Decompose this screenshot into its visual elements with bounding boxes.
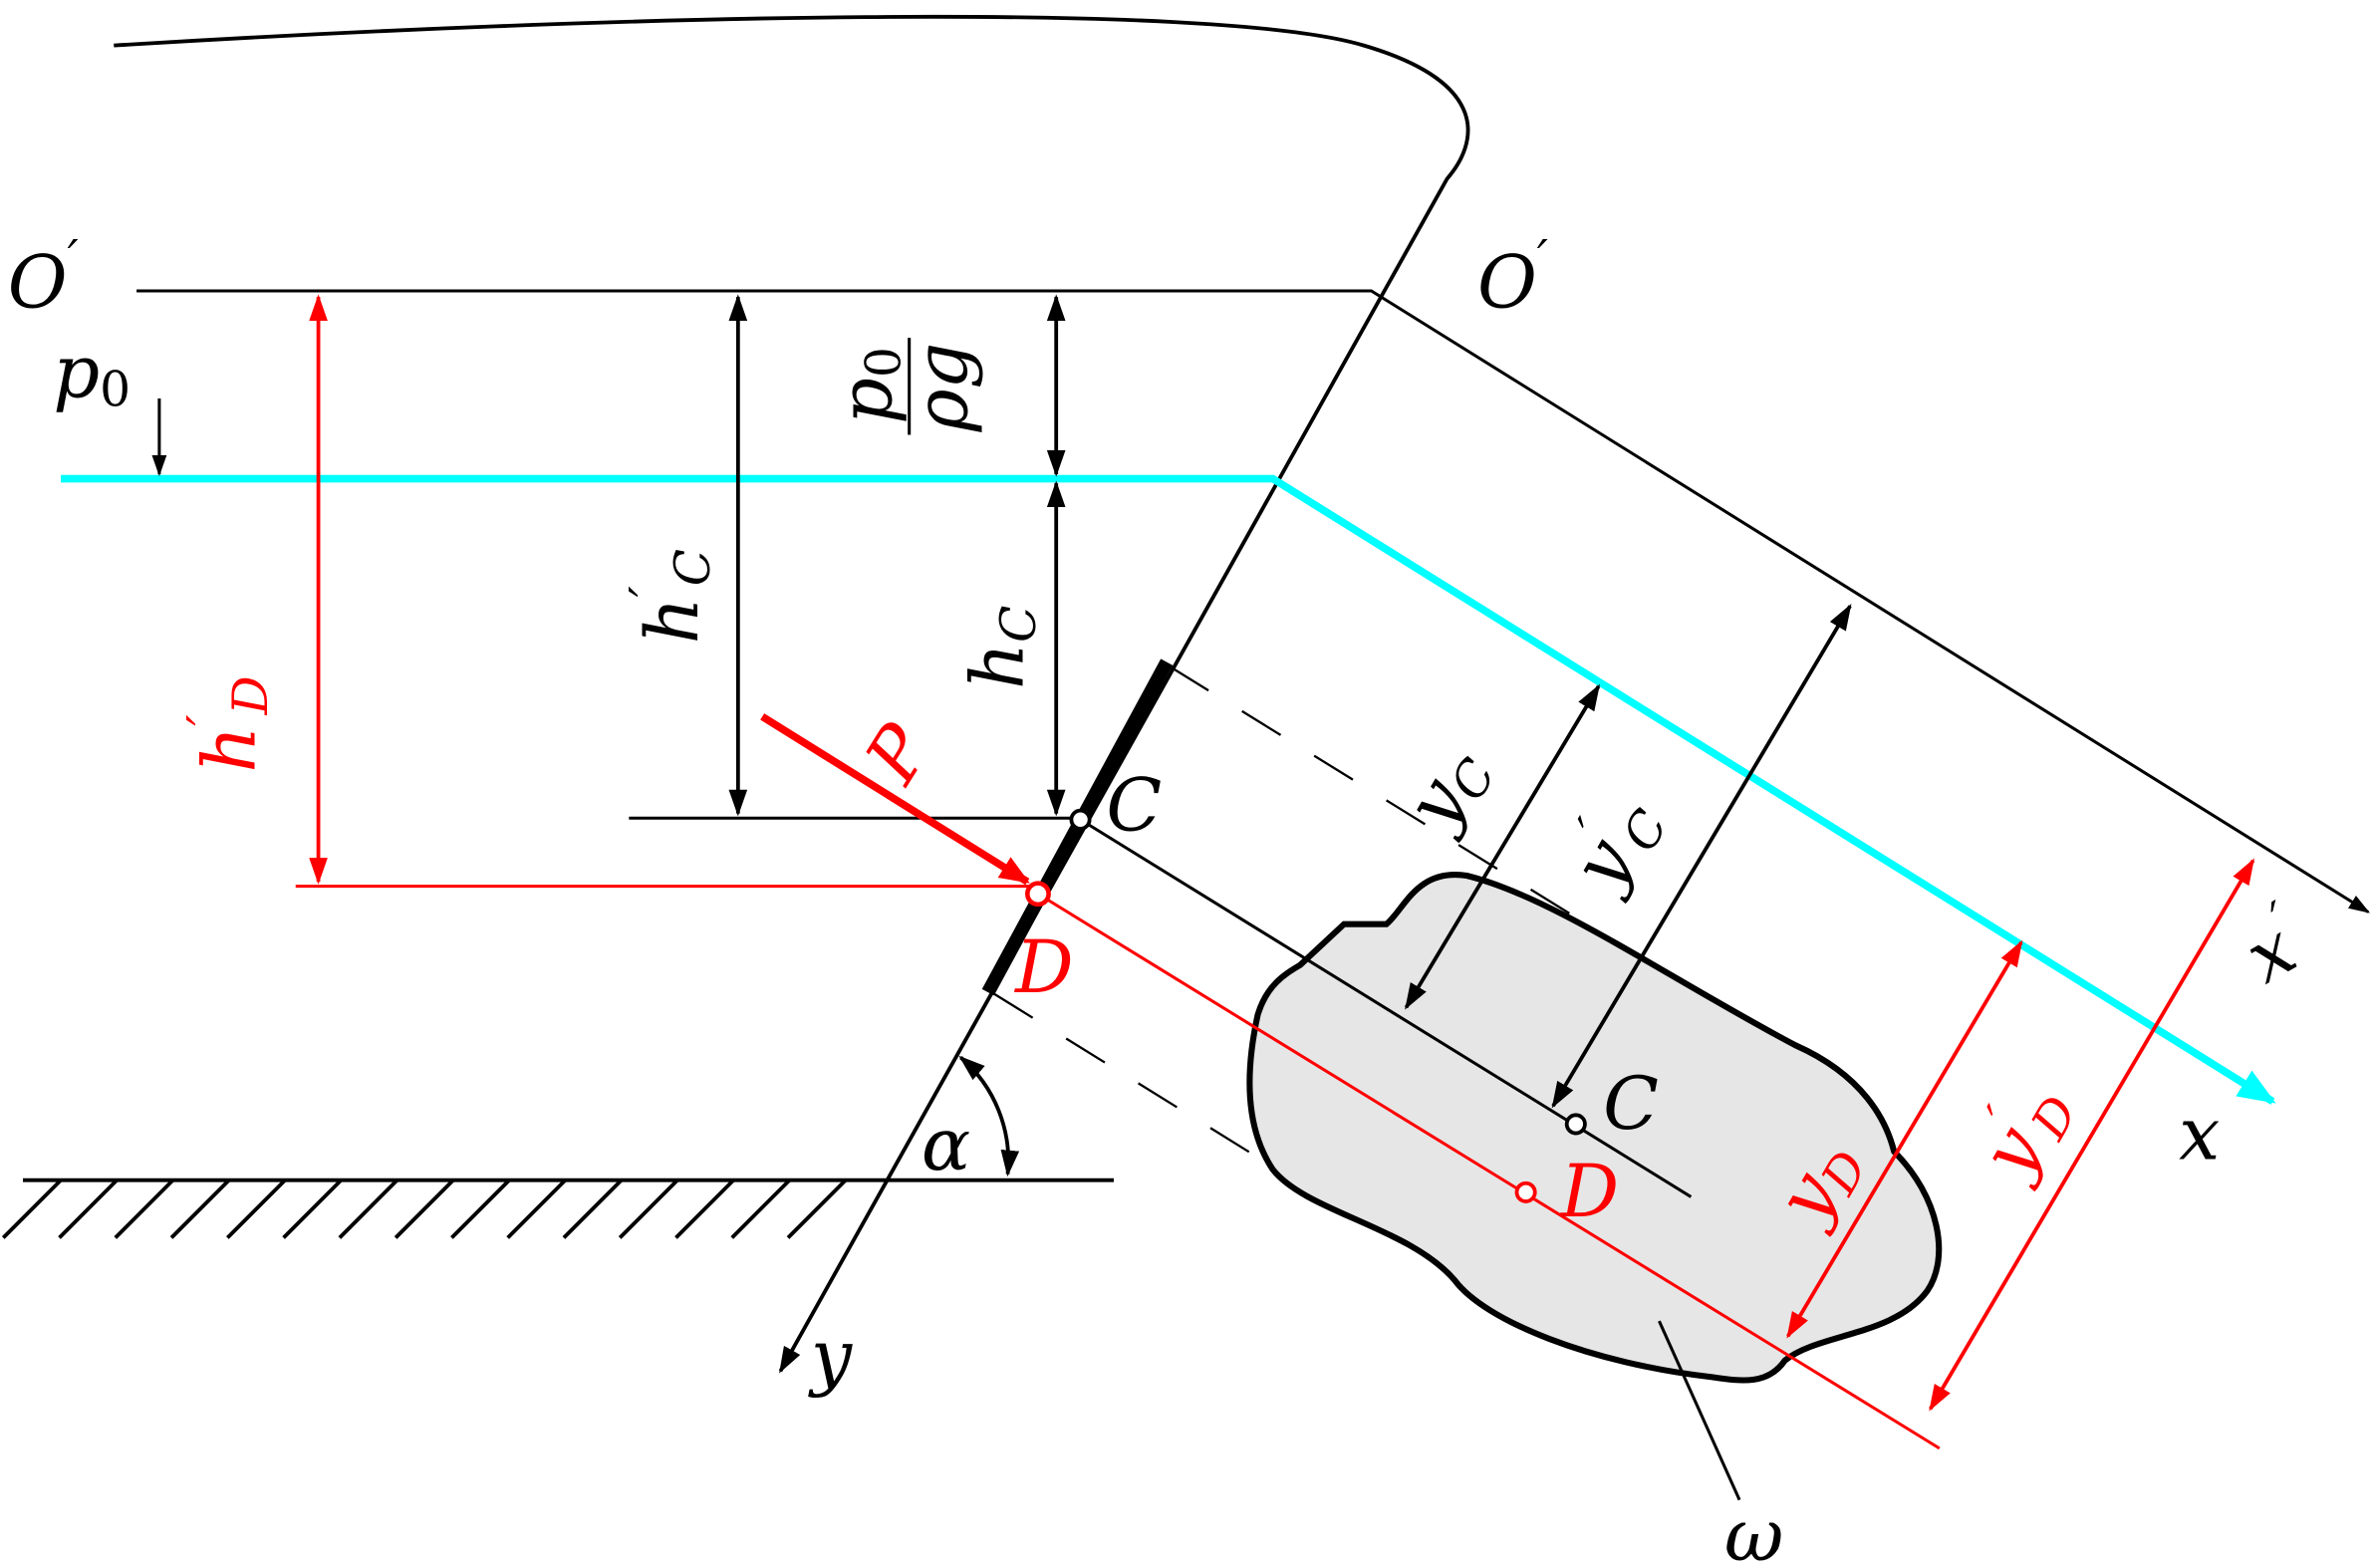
label-P: P — [849, 709, 948, 799]
label-C-area: C — [1603, 1062, 1659, 1147]
label-h-D-prime: h′D — [177, 676, 279, 773]
label-O-left: O′ — [8, 230, 79, 325]
label-x-prime: x′ — [2227, 892, 2319, 1000]
ground — [1, 1177, 1114, 1239]
label-omega: ω — [1724, 1493, 1784, 1568]
label-O-right: O′ — [1477, 230, 1548, 325]
svg-text:ρg: ρg — [900, 343, 984, 433]
svg-text:p0: p0 — [824, 347, 912, 424]
label-alpha: α — [922, 1103, 970, 1187]
vessel-outline — [114, 14, 1470, 1374]
label-x: x — [2179, 1092, 2220, 1176]
point-D-wall — [1025, 881, 1051, 908]
point-C-area — [1564, 1113, 1587, 1136]
point-C-wall — [1069, 808, 1092, 831]
y-D-prime-arrow — [1929, 858, 2255, 1412]
label-D-wall: D — [1013, 925, 1074, 1010]
pressure-center-line — [1037, 892, 1941, 1450]
omega-leader-line — [1658, 1320, 1741, 1501]
label-y-C: yC — [1388, 732, 1507, 848]
angle-alpha-arc — [958, 1055, 1020, 1177]
label-h-C-prime: h′C — [620, 549, 721, 644]
label-y-C-prime: y′C — [1545, 778, 1679, 909]
reference-line-O — [136, 289, 2370, 914]
label-C-wall: C — [1106, 763, 1162, 848]
label-y: y — [808, 1315, 853, 1400]
label-h-C: hC — [956, 606, 1047, 689]
label-p0: p0 — [53, 330, 131, 417]
area-omega — [1246, 872, 1943, 1384]
label-p0-over-rho-g: p0 ρg — [824, 338, 984, 435]
centroid-line — [1079, 818, 1693, 1198]
projection-dashed-line — [993, 992, 1266, 1164]
force-P-arrow — [760, 713, 1030, 886]
y-C-prime-arrow — [1551, 604, 1852, 1109]
label-D-area: D — [1559, 1150, 1620, 1234]
point-D-area — [1514, 1180, 1537, 1203]
free-surface-x-axis — [61, 474, 2276, 1105]
